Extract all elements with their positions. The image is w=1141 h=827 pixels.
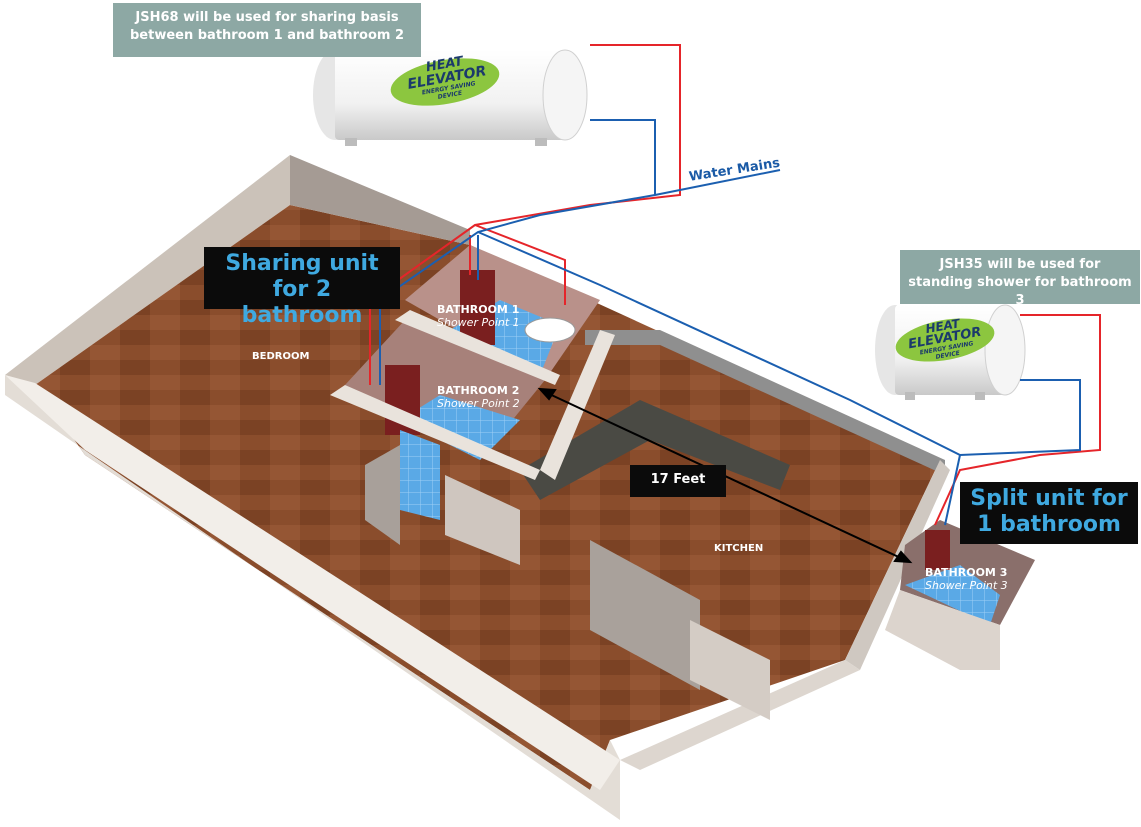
kitchen-label: KITCHEN <box>714 543 764 554</box>
tank1-foot-left <box>345 138 357 146</box>
tank2-logo-bg <box>895 318 995 362</box>
tank1-foot-right <box>535 138 547 146</box>
tank2-foot-right <box>975 392 985 400</box>
bathroom1-area <box>405 245 600 380</box>
bathroom3-sub: Shower Point 3 <box>925 579 1008 592</box>
bathroom3-wall <box>885 590 1000 670</box>
bathroom2-label: BATHROOM 2 Shower Point 2 <box>437 384 520 410</box>
bathroom2-tiles <box>400 395 520 460</box>
wall-right <box>845 460 950 670</box>
bathroom3-area <box>885 520 1035 670</box>
cold-pipe-bath3 <box>944 454 961 526</box>
interior-wall-5 <box>690 620 770 720</box>
outer-wall-front-top <box>5 375 620 790</box>
bathroom1-sub: Shower Point 1 <box>437 316 520 329</box>
bathroom3-label: BATHROOM 3 Shower Point 3 <box>925 566 1008 592</box>
bathtub <box>524 317 576 343</box>
callout-split-unit: Split unit for 1 bathroom <box>960 482 1138 544</box>
tank2-rightcap <box>984 304 1026 396</box>
bathroom2-area <box>345 320 545 565</box>
bathroom3-tiles <box>905 565 1000 625</box>
bedroom-label: BEDROOM <box>252 351 310 362</box>
bathroom2-sub: Shower Point 2 <box>437 397 520 410</box>
bathroom1-door <box>460 270 495 345</box>
outer-wall-front <box>5 375 620 820</box>
arrowhead-left <box>537 387 557 401</box>
kitchen-counter <box>520 400 790 500</box>
interior-wall-3 <box>540 330 615 480</box>
wall-bottom-right <box>620 660 860 770</box>
cold-pipe-tank1 <box>590 119 656 195</box>
tank1-rightcap <box>542 49 588 141</box>
arrowhead-right <box>893 550 913 564</box>
bathroom2-title: BATHROOM 2 <box>437 384 520 397</box>
cold-pipe-mains <box>379 169 781 385</box>
tank2-foot-left <box>905 392 915 400</box>
back-wall <box>290 155 470 245</box>
interior-wall-2 <box>330 385 540 480</box>
callout-jsh68: JSH68 will be used for sharing basis bet… <box>113 3 421 57</box>
interior-wall-1 <box>395 310 560 385</box>
interior-walls <box>330 310 770 720</box>
tank1-logo-bg <box>390 58 500 106</box>
bathroom3-door <box>925 530 950 570</box>
partition-wall-2 <box>445 475 520 565</box>
bathroom1-title: BATHROOM 1 <box>437 303 520 316</box>
interior-wall-4 <box>590 540 700 690</box>
bathroom1-label: BATHROOM 1 Shower Point 1 <box>437 303 520 329</box>
hot-pipe-bath1 <box>474 224 566 305</box>
callout-sharing-unit: Sharing unit for 2 bathroom <box>204 247 400 328</box>
water-heater-jsh35 <box>875 304 1026 400</box>
shower-stall-wall <box>400 430 440 520</box>
partition-wall <box>365 445 400 545</box>
outer-wall-left <box>5 155 290 385</box>
cold-water-pipes <box>379 119 1081 526</box>
water-heater-jsh68 <box>313 49 588 146</box>
callout-jsh35: JSH35 will be used for standing shower f… <box>900 250 1140 308</box>
distance-label: 17 Feet <box>630 465 726 497</box>
bathroom3-title: BATHROOM 3 <box>925 566 1008 579</box>
kitchen-back-wall <box>585 330 945 475</box>
